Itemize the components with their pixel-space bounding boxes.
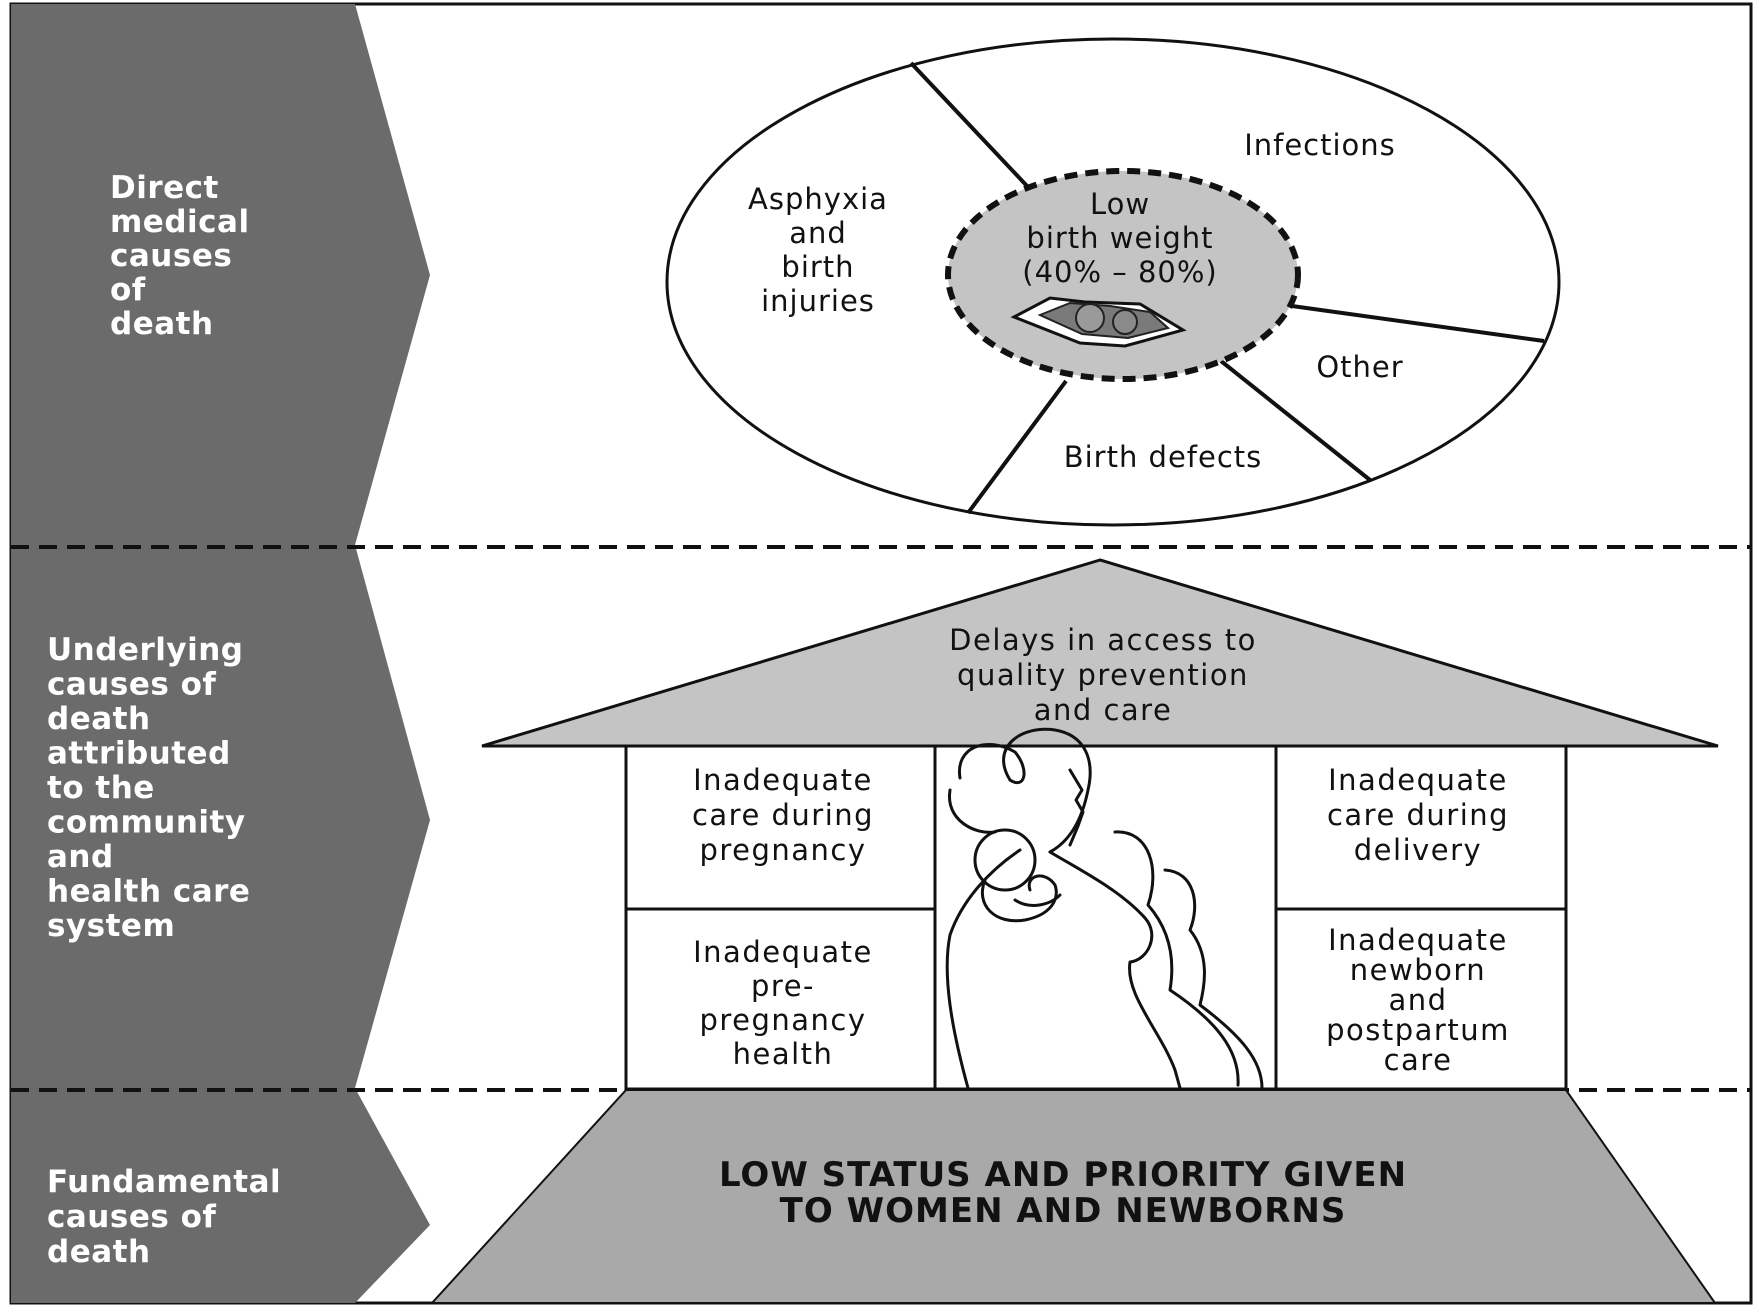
band-label-direct-line-1: medical <box>110 204 250 240</box>
room-label-newborn-line-1: newborn <box>1350 953 1486 987</box>
room-label-newborn-line-3: postpartum <box>1326 1013 1510 1047</box>
pie-label-birth-defects: Birth defects <box>1064 440 1263 474</box>
pie-label-low-birth-weight-line-0: Low <box>1090 187 1150 221</box>
pie-label-infections: Infections <box>1244 128 1396 162</box>
roof-label-line-1: quality prevention <box>957 658 1249 692</box>
roof-label-line-0: Delays in access to <box>949 623 1257 657</box>
pie-label-asphyxia-line-1: and <box>789 216 847 250</box>
pie-divider-defects-asphyxia <box>966 379 1068 515</box>
pie-label-asphyxia-line-2: birth <box>781 250 854 284</box>
roof-label-line-2: and care <box>1034 693 1173 727</box>
pie-label-low-birth-weight-line-1: birth weight <box>1026 221 1213 255</box>
band-label-underlying-line-8: system <box>47 908 175 944</box>
room-label-pre-pregnancy-line-1: pre- <box>751 969 815 1003</box>
band-label-underlying-line-5: community <box>47 805 246 841</box>
pie-label-asphyxia-line-0: Asphyxia <box>748 182 888 216</box>
foundation-label-line-0: LOW STATUS AND PRIORITY GIVEN <box>719 1155 1407 1195</box>
room-label-pre-pregnancy-line-3: health <box>733 1037 834 1071</box>
band-label-fundamental-line-1: causes of <box>47 1199 216 1235</box>
room-label-delivery-line-2: delivery <box>1354 833 1482 867</box>
room-label-newborn-line-2: and <box>1388 983 1447 1017</box>
pie-divider-other-defects <box>1219 359 1372 482</box>
house-walls <box>624 744 1568 1091</box>
room-label-pre-pregnancy-line-0: Inadequate <box>693 935 873 969</box>
pie-label-low-birth-weight-line-2: (40% – 80%) <box>1022 255 1217 289</box>
room-label-pregnancy-line-0: Inadequate <box>693 763 873 797</box>
band-label-underlying-line-6: and <box>47 839 114 875</box>
pie-label-infections-line-0: Infections <box>1244 128 1396 162</box>
pie-label-other: Other <box>1316 350 1403 384</box>
band-label-underlying-line-1: causes of <box>47 667 216 703</box>
house-foundation <box>429 1089 1717 1304</box>
band-label-underlying-line-0: Underlying <box>47 632 243 668</box>
band-label-underlying-line-3: attributed <box>47 736 231 772</box>
left-band <box>11 4 430 1303</box>
room-label-delivery-line-1: care during <box>1327 798 1509 832</box>
room-label-delivery-line-0: Inadequate <box>1328 763 1508 797</box>
pie-label-asphyxia-line-3: injuries <box>761 284 875 318</box>
room-label-newborn-line-0: Inadequate <box>1328 923 1508 957</box>
room-label-pregnancy-line-1: care during <box>692 798 874 832</box>
band-label-underlying-line-7: health care <box>47 874 250 910</box>
baby-icon <box>1010 296 1187 348</box>
band-label-underlying-line-4: to the <box>47 770 155 806</box>
pie-label-birth-defects-line-0: Birth defects <box>1064 440 1263 474</box>
pie-divider-asphyxia-infections <box>909 61 1029 188</box>
band-label-direct-line-4: death <box>110 306 214 342</box>
room-label-pre-pregnancy-line-2: pregnancy <box>699 1003 866 1037</box>
band-label-direct-line-0: Direct <box>110 170 219 206</box>
band-label-underlying-line-2: death <box>47 701 151 737</box>
mother-baby-illustration <box>945 727 1264 1090</box>
foundation-label-line-1: TO WOMEN AND NEWBORNS <box>780 1191 1347 1231</box>
band-label-direct-line-3: of <box>110 272 146 308</box>
pie-divider-infections-other <box>1291 304 1545 343</box>
band-label-direct-line-2: causes <box>110 238 232 274</box>
pie-label-other-line-0: Other <box>1316 350 1403 384</box>
band-label-fundamental-line-0: Fundamental <box>47 1164 281 1200</box>
room-label-newborn-line-4: care <box>1384 1043 1453 1077</box>
room-label-pregnancy-line-2: pregnancy <box>699 833 866 867</box>
band-label-fundamental-line-2: death <box>47 1234 151 1270</box>
